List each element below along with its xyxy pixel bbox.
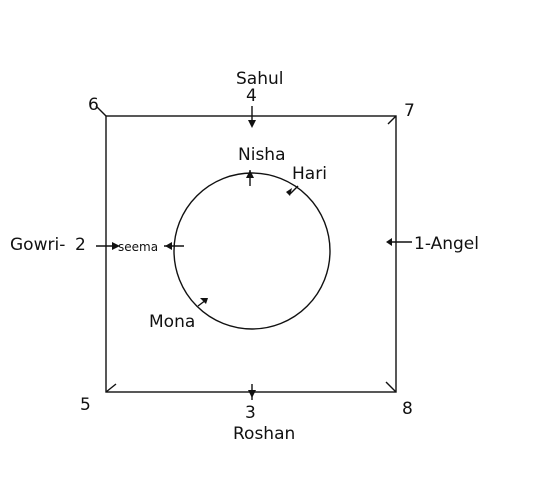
label-nisha: Nisha <box>238 145 286 165</box>
inner-circle <box>173 172 331 330</box>
label-sahul: Sahul <box>236 69 283 89</box>
corner-tick-8 <box>385 381 397 393</box>
label-number-4: 4 <box>246 86 257 106</box>
arrow-roshan <box>248 384 256 400</box>
label-number-3: 3 <box>245 403 256 423</box>
corner-tick-7 <box>387 115 397 125</box>
label-number-5: 5 <box>80 395 91 415</box>
label-seema: seema <box>118 240 158 254</box>
label-number-6: 6 <box>88 95 99 115</box>
arrow-mona <box>197 298 208 307</box>
arrow-gowri <box>96 242 120 250</box>
label-hari: Hari <box>292 164 327 184</box>
label-number-7: 7 <box>404 101 415 121</box>
label-gowri: Gowri- <box>10 235 65 255</box>
corner-tick-5 <box>105 383 117 393</box>
arrow-sahul <box>248 106 256 128</box>
corner-tick-6 <box>95 105 107 117</box>
arrow-hari <box>286 185 299 196</box>
label-angel: 1-Angel <box>414 234 479 254</box>
arrow-seema <box>164 242 184 250</box>
label-mona: Mona <box>149 312 195 332</box>
label-roshan: Roshan <box>233 424 295 444</box>
arrow-nisha <box>246 170 254 186</box>
arrow-angel <box>386 238 412 246</box>
label-number-8: 8 <box>402 399 413 419</box>
label-number-2: 2 <box>75 235 86 255</box>
